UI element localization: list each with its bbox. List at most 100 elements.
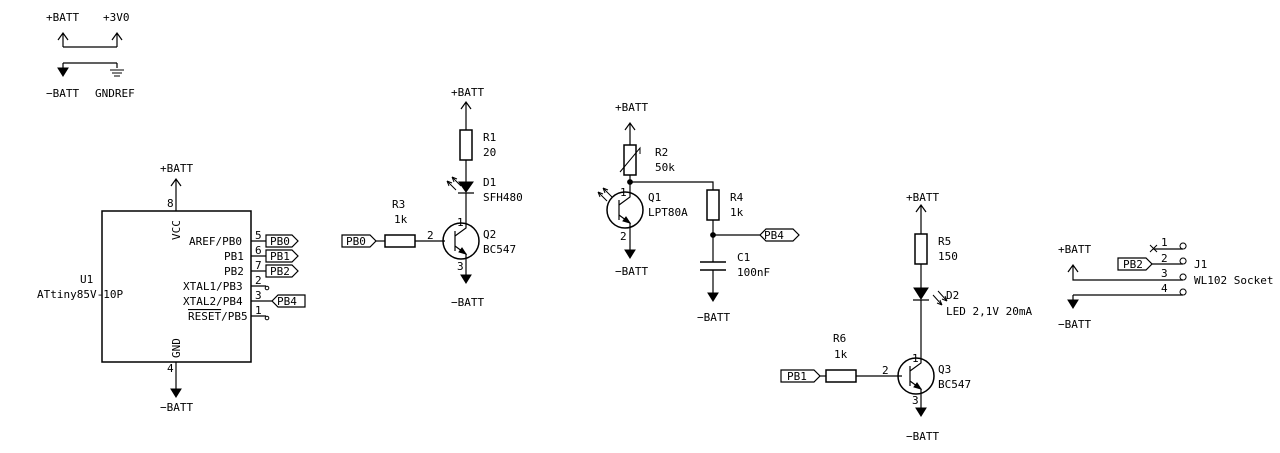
ir-power-arrow: [460, 100, 472, 130]
u1-pin-pb1-name: PB1: [224, 250, 244, 263]
wire-gnd-gndref: [62, 62, 118, 68]
label-pb2-u1-text: PB2: [270, 265, 290, 278]
q2-pin-collector-number: 1: [457, 216, 464, 229]
c1-value: 100nF: [737, 266, 770, 279]
q3-ground-symbol: [915, 407, 927, 417]
u1-pin-pb3-number: 2: [255, 274, 262, 287]
wire-q1-r4: [630, 181, 714, 190]
led-driver-block: +BATT R5 150 D2 LED 2,1V 20mA PB1 R6 1k …: [780, 191, 1032, 443]
label-pb4-rx-text: PB4: [764, 229, 784, 242]
j1-power-arrow-and-wire: [1067, 263, 1183, 281]
u1-component[interactable]: +BATT 8 VCC GND 4 −BATT U1 ATtiny85V-10P…: [37, 162, 272, 414]
r5-resistor[interactable]: [914, 233, 928, 288]
q2-reference: Q2: [483, 228, 496, 241]
u1-pin-pb0-number: 5: [255, 229, 262, 242]
q2-ground-symbol: [460, 274, 472, 284]
q3-value: BC547: [938, 378, 971, 391]
power-label-3v0: +3V0: [103, 11, 130, 24]
label-pb4-rx[interactable]: PB4: [759, 228, 800, 242]
label-pb0-u1-text: PB0: [270, 235, 290, 248]
d2-reference: D2: [946, 289, 959, 302]
j1-pin2-number: 2: [1161, 252, 1168, 265]
label-pb2-j1[interactable]: PB2: [1117, 257, 1153, 271]
label-pb0-r3[interactable]: PB0: [341, 234, 377, 248]
power-label-gndref: GNDREF: [95, 87, 135, 100]
d1-value: SFH480: [483, 191, 523, 204]
q2-pin-base-number: 2: [427, 229, 434, 242]
label-pb4-u1-text: PB4: [277, 295, 297, 308]
u1-vcc-power-arrow: [170, 177, 182, 211]
c1-ground-symbol: [707, 292, 719, 302]
u1-pin-stubs: [251, 240, 272, 317]
r4-resistor[interactable]: [706, 189, 720, 262]
label-pb4-u1[interactable]: PB4: [271, 294, 306, 308]
r5-reference: R5: [938, 235, 951, 248]
d1-reference: D1: [483, 176, 496, 189]
label-pb2-j1-text: PB2: [1123, 258, 1143, 271]
d2-led[interactable]: [913, 287, 948, 362]
q1-ground-label: −BATT: [615, 265, 648, 278]
receiver-block: +BATT R2 50k 1 2 Q1 LPT80A −BATT R4 1k: [597, 101, 800, 324]
u1-pin-pb1-number: 6: [255, 244, 262, 257]
power-arrow-3v0: [111, 31, 123, 47]
j1-connector[interactable]: [1179, 242, 1187, 296]
j1-ground-symbol: [1067, 299, 1079, 309]
u1-vcc-power-label: +BATT: [160, 162, 193, 175]
u1-gnd-symbol: [170, 388, 182, 398]
j1-reference: J1: [1194, 258, 1207, 271]
label-pb1-u1[interactable]: PB1: [265, 249, 299, 263]
u1-gnd-power-label: −BATT: [160, 401, 193, 414]
q1-pin-emitter-number: 2: [620, 230, 627, 243]
power-block-top-left: +BATT +3V0 −BATT GNDREF: [46, 11, 135, 100]
power-label-batt-minus: −BATT: [46, 87, 79, 100]
r1-value: 20: [483, 146, 496, 159]
r4-value: 1k: [730, 206, 744, 219]
label-pb0-u1[interactable]: PB0: [265, 234, 299, 248]
label-pb2-u1[interactable]: PB2: [265, 264, 299, 278]
d1-ir-led[interactable]: [446, 176, 474, 215]
j1-pin1-no-connect: [1149, 244, 1158, 253]
led-power-arrow: [915, 203, 927, 234]
j1-value: WL102 Socket: [1194, 274, 1273, 287]
u1-pb3-unconnected-marker: [264, 285, 270, 291]
power-label-batt-plus: +BATT: [46, 11, 79, 24]
q2-transistor[interactable]: [442, 215, 480, 275]
ground-symbol-batt-minus: [57, 67, 69, 77]
u1-pin-pb3-name: XTAL1/PB3: [183, 280, 243, 293]
r3-reference: R3: [392, 198, 405, 211]
c1-capacitor[interactable]: [700, 261, 726, 293]
u1-value: ATtiny85V-10P: [37, 288, 123, 301]
r2-reference: R2: [655, 146, 668, 159]
q1-value: LPT80A: [648, 206, 688, 219]
c1-reference: C1: [737, 251, 750, 264]
q3-transistor[interactable]: [897, 357, 935, 408]
q3-pin-base-number: 2: [882, 364, 889, 377]
label-pb1-r6[interactable]: PB1: [780, 369, 821, 383]
label-pb1-u1-text: PB1: [270, 250, 290, 263]
u1-pin-pb4-number: 3: [255, 289, 262, 302]
q3-ground-label: −BATT: [906, 430, 939, 443]
r1-reference: R1: [483, 131, 496, 144]
u1-pin-gnd-name: GND: [170, 338, 183, 358]
rx-power-label: +BATT: [615, 101, 648, 114]
u1-pin-pb5-name: RESET/PB5: [188, 310, 248, 323]
j1-power-label-batt: +BATT: [1058, 243, 1091, 256]
r5-value: 150: [938, 250, 958, 263]
junction-q1-collector: [627, 179, 633, 185]
q2-pin-emitter-number: 3: [457, 260, 464, 273]
ir-power-label: +BATT: [451, 86, 484, 99]
j1-ground-label: −BATT: [1058, 318, 1091, 331]
r1-resistor[interactable]: [459, 129, 473, 182]
u1-pin-gnd-number: 4: [167, 362, 174, 375]
q3-reference: Q3: [938, 363, 951, 376]
q3-pin-emitter-number: 3: [912, 394, 919, 407]
led-power-label: +BATT: [906, 191, 939, 204]
r6-reference: R6: [833, 332, 846, 345]
r3-resistor[interactable]: [384, 234, 445, 248]
q1-phototransistor[interactable]: [597, 187, 644, 250]
r6-resistor[interactable]: [825, 369, 902, 383]
wire-j1-pin4: [1072, 294, 1183, 300]
u1-pin-pb2-name: PB2: [224, 265, 244, 278]
r6-value: 1k: [834, 348, 848, 361]
